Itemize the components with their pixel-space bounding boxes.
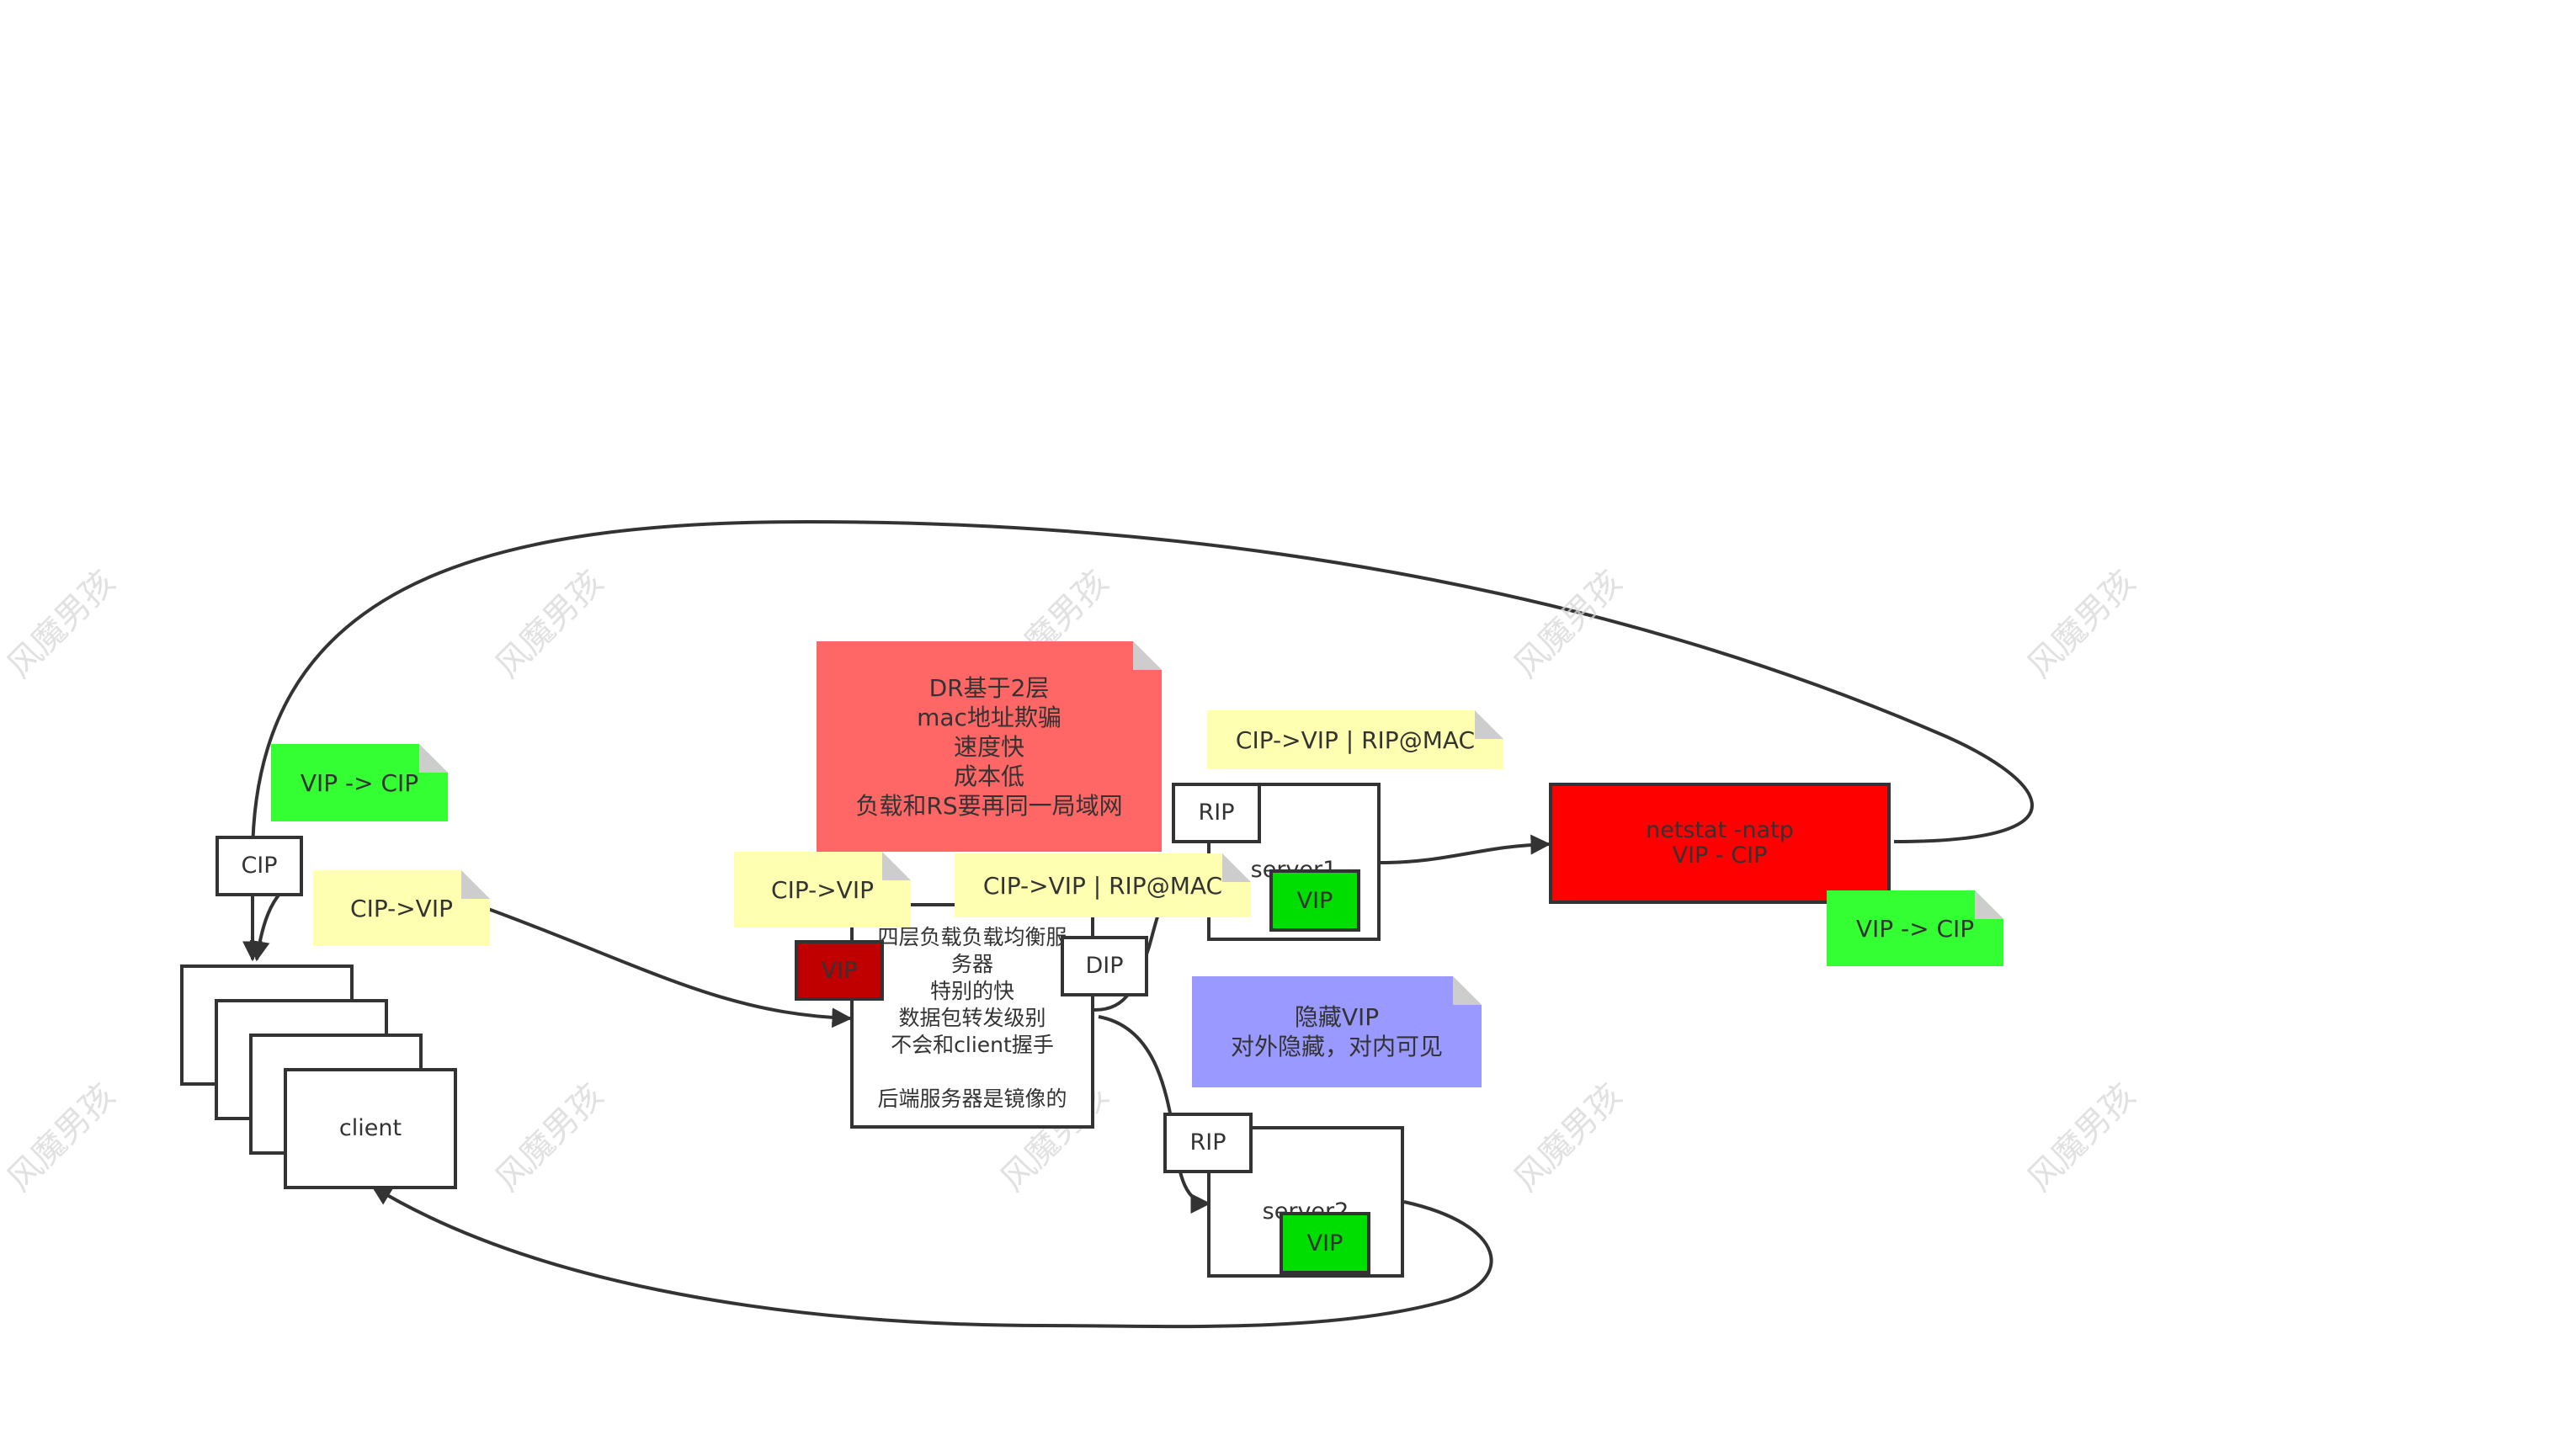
vip-cip-note-right[interactable]: VIP -> CIP: [1827, 890, 2003, 966]
vip-cip-note-top-text: VIP -> CIP: [300, 768, 419, 797]
server1-rip-box[interactable]: RIP: [1172, 783, 1261, 843]
cip-vip-client-note-text: CIP->VIP: [350, 894, 453, 922]
netstat-box[interactable]: netstat -natp VIP - CIP: [1549, 783, 1891, 904]
vip-cip-note-right-text: VIP -> CIP: [1855, 914, 1975, 943]
cip-vip-rip-server-note[interactable]: CIP->VIP | RIP@MAC: [1207, 710, 1503, 769]
cip-vip-rip-lb-note-text: CIP->VIP | RIP@MAC: [982, 871, 1223, 900]
dr-note[interactable]: DR基于2层 mac地址欺骗 速度快 成本低 负载和RS要再同一局域网: [817, 641, 1162, 852]
dr-note-text: DR基于2层 mac地址欺骗 速度快 成本低 负载和RS要再同一局域网: [855, 673, 1123, 820]
cip-vip-client-note[interactable]: CIP->VIP: [313, 870, 490, 946]
hidden-vip-note[interactable]: 隐藏VIP 对外隐藏，对内可见: [1192, 976, 1482, 1087]
cip-vip-lb-note[interactable]: CIP->VIP: [734, 852, 911, 927]
load-balancer-box[interactable]: 四层负载负载均衡服 务器 特别的快 数据包转发级别 不会和client握手 后端…: [850, 903, 1094, 1129]
cip-box[interactable]: CIP: [215, 836, 303, 896]
return-loop-connector: [242, 519, 2034, 962]
client-box[interactable]: client: [284, 1068, 457, 1189]
server2-to-client-connector: [370, 1185, 1493, 1329]
server2-vip-box[interactable]: VIP: [1280, 1212, 1370, 1274]
hidden-vip-note-text: 隐藏VIP 对外隐藏，对内可见: [1230, 1003, 1443, 1060]
server2-rip-box[interactable]: RIP: [1163, 1113, 1253, 1173]
server1-to-netstat-connector: [1380, 834, 1551, 864]
cip-vip-rip-server-note-text: CIP->VIP | RIP@MAC: [1235, 725, 1476, 754]
lb-dip-box[interactable]: DIP: [1061, 936, 1148, 996]
lb-vip-box[interactable]: VIP: [795, 940, 884, 1001]
load-balancer-label: 四层负载负载均衡服 务器 特别的快 数据包转发级别 不会和client握手 后端…: [877, 925, 1067, 1111]
server1-vip-box[interactable]: VIP: [1269, 869, 1360, 932]
client-to-lb-connector: [487, 907, 853, 1028]
vip-cip-note-top[interactable]: VIP -> CIP: [271, 744, 448, 821]
cip-vip-lb-note-text: CIP->VIP: [771, 875, 874, 904]
cip-vip-rip-lb-note[interactable]: CIP->VIP | RIP@MAC: [955, 853, 1251, 917]
